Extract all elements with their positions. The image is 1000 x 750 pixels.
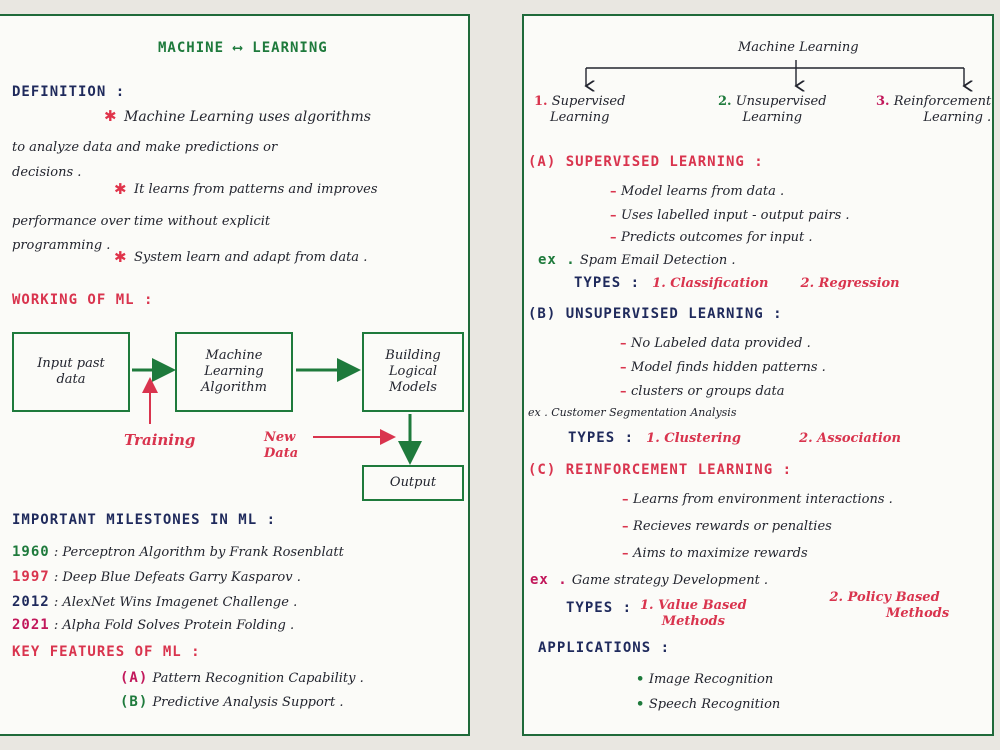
tree-child-unsupervised: 2. Unsupervised Learning: [718, 94, 827, 126]
milestone-row: 1997 : Deep Blue Defeats Garry Kasparov …: [12, 569, 301, 586]
unsupervised-example: ex . Customer Segmentation Analysis: [528, 405, 736, 421]
tree-child-label: Unsupervised: [735, 94, 827, 109]
feature-item: (B) Predictive Analysis Support .: [120, 694, 344, 711]
reinforcement-point: Learns from environment interactions .: [622, 492, 893, 508]
feature-label: (A): [120, 670, 149, 686]
output-box: Output: [362, 465, 464, 501]
logical-models-box: Building Logical Models: [362, 332, 464, 412]
tree-child-label: Supervised: [551, 94, 626, 109]
milestone-text: : Deep Blue Defeats Garry Kasparov .: [53, 570, 301, 585]
reinforcement-point: Aims to maximize rewards: [622, 546, 808, 562]
definition-line-7: System learn and adapt from data .: [134, 250, 368, 265]
star-bullet-icon: ✱: [114, 180, 127, 198]
flow-arrows: [132, 358, 422, 465]
example-text: Customer Segmentation Analysis: [551, 406, 737, 419]
types-label: TYPES :: [568, 430, 635, 446]
star-bullet-icon: ✱: [104, 107, 117, 125]
definition-line-2: to analyze data and make predictions or: [12, 140, 278, 155]
new-data-label: New Data: [264, 430, 299, 461]
feature-item: (A) Pattern Recognition Capability .: [120, 670, 364, 687]
unsupervised-types: TYPES : 1. Clustering 2. Association: [568, 430, 901, 447]
type-item-line: Methods: [661, 614, 725, 629]
milestones-heading: IMPORTANT MILESTONES IN ML :: [12, 512, 277, 528]
types-label: TYPES :: [566, 600, 633, 616]
definition-line-3: decisions .: [12, 165, 82, 180]
type-item-line: 2. Policy Based: [829, 590, 940, 605]
milestone-text: : Perceptron Algorithm by Frank Rosenbla…: [53, 545, 344, 560]
milestone-text: : AlexNet Wins Imagenet Challenge .: [53, 595, 298, 610]
unsupervised-point: clusters or groups data: [620, 384, 785, 400]
supervised-point: Uses labelled input - output pairs .: [610, 208, 849, 224]
type-item-line: Methods: [886, 606, 950, 621]
tree-child-number: 2.: [718, 94, 732, 109]
example-label: ex .: [530, 572, 568, 588]
type-item: 1. Classification: [652, 276, 769, 291]
type-item-policy-based: 2. Policy Based Methods: [820, 590, 950, 622]
milestone-text: : Alpha Fold Solves Protein Folding .: [53, 618, 295, 633]
feature-label: (B): [120, 694, 149, 710]
tree-child-number: 1.: [534, 94, 548, 109]
supervised-point: Model learns from data .: [610, 184, 784, 200]
type-item-value-based: 1. Value Based Methods: [640, 598, 747, 630]
unsupervised-point: No Labeled data provided .: [620, 336, 811, 352]
feature-text: Predictive Analysis Support .: [152, 695, 344, 710]
training-label: Training: [124, 431, 196, 449]
types-label: TYPES :: [574, 275, 641, 291]
supervised-point: Predicts outcomes for input .: [610, 230, 813, 246]
input-data-box: Input past data: [12, 332, 130, 412]
feature-text: Pattern Recognition Capability .: [152, 671, 364, 686]
unsupervised-point: Model finds hidden patterns .: [620, 360, 826, 376]
supervised-types: TYPES : 1. Classification 2. Regression: [574, 275, 900, 292]
logical-models-label: Building Logical Models: [385, 348, 441, 395]
tree-child-number: 3.: [876, 94, 890, 109]
reinforcement-point: Recieves rewards or penalties: [622, 519, 832, 535]
milestone-year: 2012: [12, 594, 50, 610]
application-item: Speech Recognition: [636, 697, 780, 713]
definition-heading: DEFINITION :: [12, 84, 126, 100]
supervised-heading: (A) SUPERVISED LEARNING :: [528, 154, 764, 170]
type-item: 1. Clustering: [646, 431, 741, 446]
reinforcement-example: ex . Game strategy Development .: [530, 572, 768, 589]
example-label: ex .: [528, 406, 548, 419]
algorithm-label: Machine Learning Algorithm: [201, 348, 267, 395]
example-text: Spam Email Detection .: [579, 253, 736, 268]
example-label: ex .: [538, 252, 576, 268]
milestone-year: 2021: [12, 617, 50, 633]
reinforcement-heading: (C) REINFORCEMENT LEARNING :: [528, 462, 793, 478]
type-item: 2. Regression: [800, 276, 900, 291]
definition-line-5: performance over time without explicit: [12, 214, 271, 229]
example-text: Game strategy Development .: [571, 573, 769, 588]
tree-child-label: Reinforcement: [893, 94, 992, 109]
definition-line-1: Machine Learning uses algorithms: [124, 109, 371, 125]
page-title: MACHINE ⟷ LEARNING: [158, 40, 328, 56]
left-notebook-page: MACHINE ⟷ LEARNING DEFINITION : ✱ Machin…: [0, 14, 470, 736]
tree-child-reinforcement: 3. Reinforcement Learning .: [876, 94, 991, 126]
type-item-line: 1. Value Based: [640, 598, 747, 613]
algorithm-box: Machine Learning Algorithm: [175, 332, 293, 412]
star-bullet-icon: ✱: [114, 248, 127, 266]
supervised-example: ex . Spam Email Detection .: [538, 252, 735, 269]
tree-arrows: [524, 60, 994, 736]
key-features-heading: KEY FEATURES OF ML :: [12, 644, 201, 660]
tree-child-label: Learning: [549, 110, 610, 125]
type-item: 2. Association: [799, 431, 901, 446]
tree-child-label: Learning .: [923, 110, 992, 125]
right-notebook-page: Machine Learning 1. Supervised Learning …: [522, 14, 994, 736]
input-data-label: Input past data: [37, 356, 105, 387]
tree-root: Machine Learning: [738, 40, 859, 55]
output-label: Output: [389, 475, 437, 490]
milestone-year: 1960: [12, 544, 50, 560]
working-heading: WORKING OF ML :: [12, 292, 154, 308]
tree-child-label: Learning: [742, 110, 803, 125]
definition-line-4: It learns from patterns and improves: [134, 182, 378, 197]
unsupervised-heading: (B) UNSUPERVISED LEARNING :: [528, 306, 783, 322]
definition-line-6: programming .: [12, 238, 111, 253]
applications-heading: APPLICATIONS :: [538, 640, 671, 656]
milestone-row: 2021 : Alpha Fold Solves Protein Folding…: [12, 617, 294, 634]
milestone-row: 2012 : AlexNet Wins Imagenet Challenge .: [12, 594, 297, 611]
application-item: Image Recognition: [636, 672, 773, 688]
milestone-year: 1997: [12, 569, 50, 585]
tree-child-supervised: 1. Supervised Learning: [534, 94, 625, 126]
milestone-row: 1960 : Perceptron Algorithm by Frank Ros…: [12, 544, 344, 561]
